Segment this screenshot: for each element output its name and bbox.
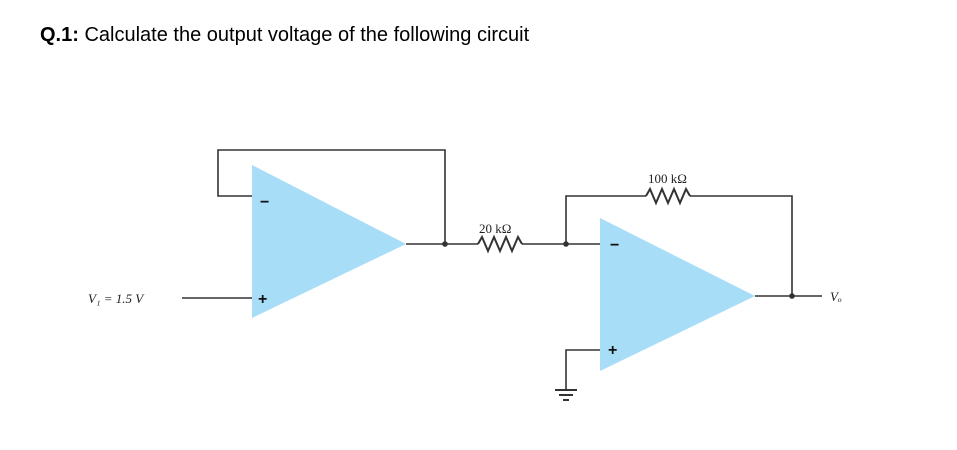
resistor-20k-label: 20 kΩ bbox=[479, 221, 511, 236]
opamp-1-inverting-sign: − bbox=[260, 194, 269, 211]
ground-wire bbox=[565, 349, 600, 390]
opamp-1 bbox=[252, 165, 406, 318]
resistor-100k bbox=[645, 186, 691, 206]
output-voltage-label: Vₒ bbox=[830, 289, 842, 304]
question-text: Q.1: Calculate the output voltage of the… bbox=[40, 24, 529, 47]
opamp-2-inverting-sign: − bbox=[610, 237, 619, 254]
input-voltage-label: V₁ = 1.5 V bbox=[88, 291, 145, 306]
resistor-100k-label: 100 kΩ bbox=[648, 171, 687, 186]
question-body: Calculate the output voltage of the foll… bbox=[84, 24, 530, 46]
opamp-2 bbox=[600, 218, 755, 371]
resistor-20k bbox=[477, 234, 523, 254]
question-number: Q.1: bbox=[40, 24, 79, 46]
opamp-2-noninverting-sign: + bbox=[608, 342, 617, 359]
feedback-left-wire bbox=[565, 195, 646, 244]
ground-icon bbox=[555, 389, 577, 401]
opamp-1-noninverting-sign: + bbox=[258, 291, 267, 308]
feedback-right-wire bbox=[690, 195, 793, 296]
junction-node-1 bbox=[442, 241, 448, 247]
opamp-1-feedback-wire bbox=[217, 149, 446, 244]
junction-node-3 bbox=[789, 293, 795, 299]
